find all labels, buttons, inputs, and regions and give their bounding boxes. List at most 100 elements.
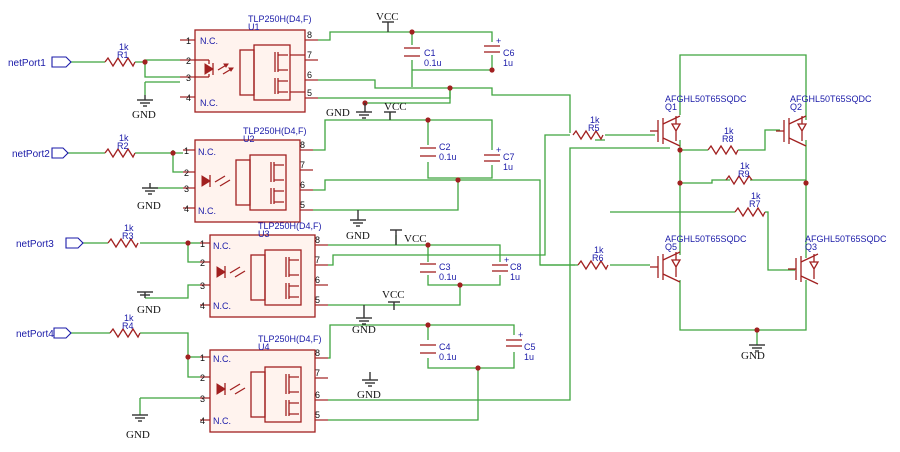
cap-ref: C4 <box>439 342 451 352</box>
pin-number: 3 <box>200 281 205 291</box>
resistor-ref: R5 <box>588 123 600 133</box>
resistor-value: 1k <box>740 161 750 171</box>
net-port-label: netPort2 <box>12 149 50 160</box>
gnd-label: GND <box>346 230 370 242</box>
pin-number: 4 <box>184 204 189 214</box>
resistor-value: 1k <box>124 223 134 233</box>
pin-number: 4 <box>200 301 205 311</box>
led-icon <box>195 59 234 78</box>
vcc-flag: VCC <box>390 229 427 245</box>
cap-value: 0.1u <box>424 58 442 68</box>
opto-ref: U2 <box>243 134 255 144</box>
cap-value: 0.1u <box>439 272 457 282</box>
nc-label: N.C. <box>213 241 231 251</box>
igbt-q3: AFGHL50T65SQDC Q3 <box>788 234 887 285</box>
pin-number: 8 <box>315 235 320 245</box>
pin-number: 2 <box>186 56 191 66</box>
net-ports: netPort1 netPort2 netPort3 netPort4 <box>8 56 84 340</box>
capacitor-c2: C2 0.1u <box>420 142 457 162</box>
ground-icon: GND <box>132 95 156 121</box>
led-icon <box>216 383 246 395</box>
pin-number: 8 <box>300 140 305 150</box>
capacitor-c8: + C8 1u <box>492 255 522 282</box>
ground-icon: GND <box>326 103 372 119</box>
pin-number: 8 <box>315 348 320 358</box>
pin-number: 3 <box>184 184 189 194</box>
resistor-r8: 1k R8 <box>707 126 739 156</box>
svg-text:+: + <box>496 145 501 155</box>
net-port-label: netPort4 <box>16 329 54 340</box>
cap-ref: C7 <box>503 152 515 162</box>
svg-text:+: + <box>518 330 523 340</box>
resistor-r7: 1k R7 <box>734 191 766 218</box>
resistor-ref: R6 <box>592 253 604 263</box>
pin-number: 2 <box>200 373 205 383</box>
opto-value: TLP250H(D4,F) <box>258 221 322 231</box>
opto-value: TLP250H(D4,F) <box>258 334 322 344</box>
resistor-ref: R7 <box>749 199 761 209</box>
igbt-q1: AFGHL50T65SQDC Q1 <box>650 94 747 147</box>
vcc-label: VCC <box>384 101 407 113</box>
pin-number: 1 <box>200 353 205 363</box>
igbt-ref: Q3 <box>805 242 817 252</box>
cap-value: 1u <box>503 162 513 172</box>
gnd-label: GND <box>137 200 161 212</box>
pin-number: 2 <box>184 168 189 178</box>
resistor-r3: 1k R3 <box>107 223 139 249</box>
gnd-label: GND <box>352 324 376 336</box>
resistor-ref: R3 <box>122 231 134 241</box>
gnd-label: GND <box>132 109 156 121</box>
nc-label: N.C. <box>213 301 231 311</box>
resistor-value: 1k <box>751 191 761 201</box>
net-port-label: netPort3 <box>16 239 54 250</box>
opto-value: TLP250H(D4,F) <box>248 14 312 24</box>
igbt-ref: Q1 <box>665 102 677 112</box>
resistor-r4: 1k R4 <box>109 313 141 339</box>
net-port-label: netPort1 <box>8 58 46 69</box>
vcc-label: VCC <box>376 11 399 23</box>
resistor-ref: R1 <box>117 50 129 60</box>
cap-value: 1u <box>510 272 520 282</box>
svg-text:+: + <box>504 255 509 265</box>
resistor-value: 1k <box>594 245 604 255</box>
igbt-value: AFGHL50T65SQDC <box>790 94 872 104</box>
nc-label: N.C. <box>200 98 218 108</box>
igbt-value: AFGHL50T65SQDC <box>805 234 887 244</box>
resistor-r1: 1k R1 <box>104 42 136 68</box>
opto-ref: U1 <box>248 22 260 32</box>
cap-value: 1u <box>503 58 513 68</box>
ground-icon: GND <box>126 414 150 441</box>
net-port-3: netPort3 <box>16 237 84 250</box>
vcc-flags: VCC VCC VCC VCC <box>376 11 427 310</box>
led-icon <box>201 175 231 187</box>
ground-symbols: GND GND GND GND GND GND <box>126 95 765 441</box>
pin-number: 6 <box>315 275 320 285</box>
pin-number: 7 <box>300 160 305 170</box>
resistor-ref: R9 <box>738 169 750 179</box>
gnd-label: GND <box>357 389 381 401</box>
capacitor-c4: C4 0.1u <box>420 342 457 362</box>
pin-number: 3 <box>186 73 191 83</box>
ground-icon: GND <box>137 183 161 212</box>
net-port-4: netPort4 <box>16 327 72 340</box>
optocoupler-u2: 1 2 3 4 8 7 6 5 N.C. N.C. TLP250H(D4,F) … <box>183 126 313 223</box>
resistor-r5: 1k R5 <box>572 115 604 141</box>
svg-text:+: + <box>496 36 501 46</box>
resistor-r6: 1k R6 <box>577 245 609 271</box>
igbt-q5: AFGHL50T65SQDC Q5 <box>650 234 747 283</box>
nc-label: N.C. <box>213 354 231 364</box>
opto-value: TLP250H(D4,F) <box>243 126 307 136</box>
ground-icon: GND <box>346 210 370 242</box>
vcc-label: VCC <box>404 233 427 245</box>
cap-value: 0.1u <box>439 352 457 362</box>
opto-ref: U3 <box>258 229 270 239</box>
capacitor-c7: + C7 1u <box>484 145 515 172</box>
pin-number: 5 <box>315 295 320 305</box>
capacitor-c1: C1 0.1u <box>404 47 442 68</box>
pin-number: 5 <box>307 88 312 98</box>
pin-number: 1 <box>184 146 189 156</box>
resistor-r2: 1k R2 <box>104 133 136 159</box>
pin-number: 8 <box>307 30 312 40</box>
pin-number: 5 <box>300 200 305 210</box>
